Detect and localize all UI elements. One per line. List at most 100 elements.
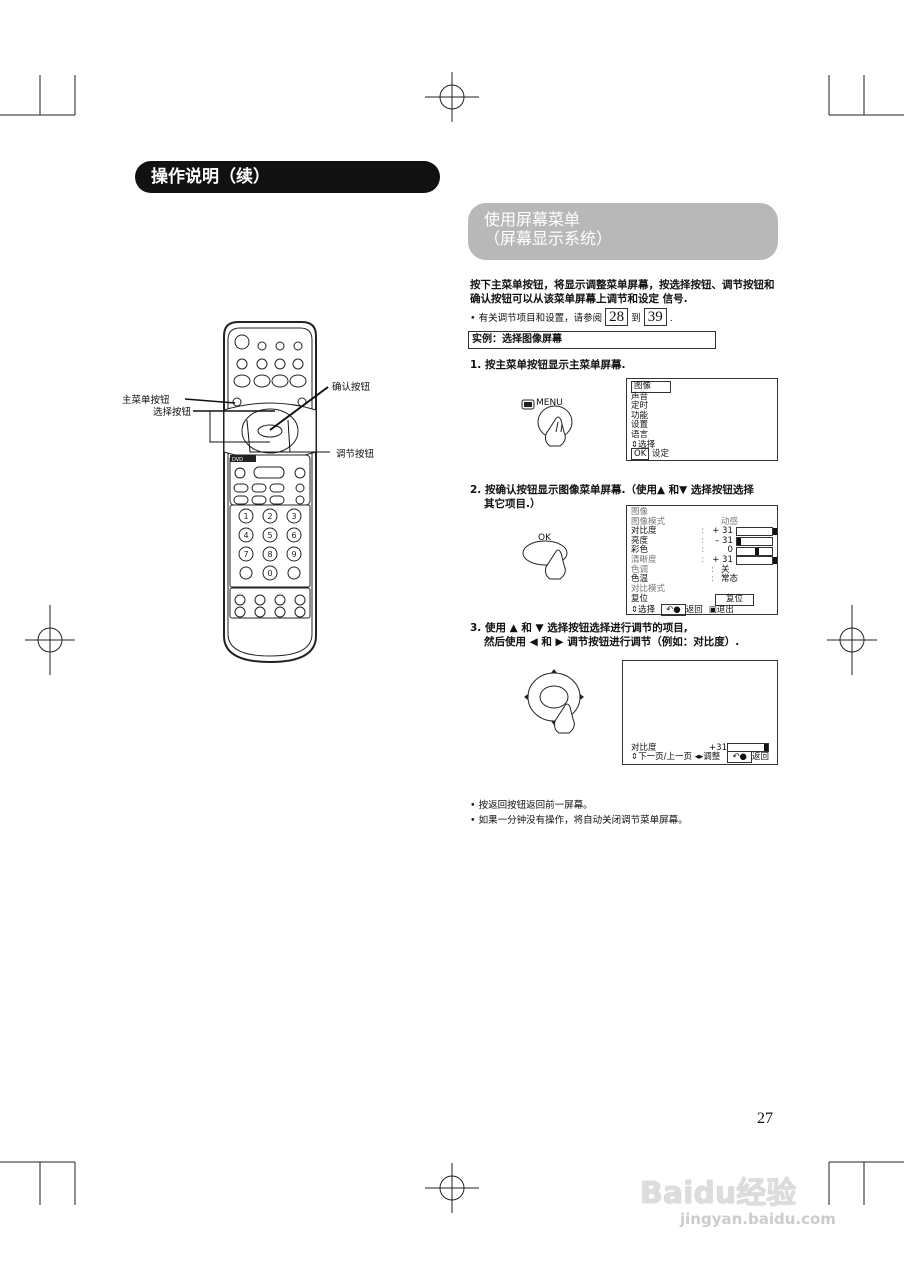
updown-icon: ⇕	[631, 604, 639, 615]
watermark-url: jingyan.baidu.com	[680, 1210, 836, 1228]
svg-text:1: 1	[243, 512, 248, 521]
setting-label: 亮度	[631, 535, 649, 546]
note-suffix: .	[669, 313, 673, 324]
setting-row: 对比度:+ 31	[631, 526, 777, 537]
watermark-brand: Baidu经验	[640, 1176, 797, 1211]
hint-back: 返回	[685, 604, 703, 615]
menu-button-label: MENU	[536, 398, 563, 408]
svg-text:6: 6	[291, 531, 296, 540]
colon: :	[701, 526, 705, 537]
colon: :	[701, 554, 705, 565]
level-marker	[772, 557, 777, 565]
level-marker	[754, 547, 759, 555]
level-marker	[772, 528, 777, 536]
step-3-line1: 3. 使用 ▲ 和 ▼ 选择按钮选择进行调节的项目,	[470, 622, 688, 634]
setting-value: 0	[727, 545, 733, 556]
setting-value: + 31	[712, 554, 733, 565]
setting-row: 色调: 关	[631, 564, 773, 576]
step-3: 3. 使用 ▲ 和 ▼ 选择按钮选择进行调节的项目, 然后使用 ◀ 和 ▶ 调节…	[470, 621, 739, 649]
page-ref-from: 28	[605, 308, 629, 326]
hint-adjust: 调整	[703, 752, 721, 762]
intro-text: 按下主菜单按钮，将显示调整菜单屏幕，按选择按钮、调节按钮和确认按钮可以从该菜单屏…	[470, 279, 775, 305]
page-number: 27	[757, 1110, 773, 1127]
hint-set: 设定	[651, 449, 669, 460]
notes: • 按返回按钮返回前一屏幕。 • 如果一分钟没有操作，将自动关闭调节菜单屏幕。	[470, 798, 688, 828]
ok-key: OK	[631, 448, 650, 461]
updown-icon: ⇕	[631, 439, 639, 450]
menu-button-illustration	[521, 399, 573, 447]
colon: :	[711, 574, 714, 585]
setting-row: 对比模式	[631, 584, 773, 595]
ok-button-label: OK	[538, 533, 551, 543]
section-title-line2: （屏幕显示系统）	[484, 229, 613, 248]
return-icon: ↶●	[727, 751, 752, 763]
setting-label: 清晰度	[631, 554, 657, 565]
step-3-line2: 然后使用 ◀ 和 ▶ 调节按钮进行调节（例如：对比度）.	[484, 636, 740, 648]
menu-item-selected: 图像	[631, 381, 671, 393]
svg-text:5: 5	[267, 531, 272, 540]
setting-label: 色温	[631, 574, 649, 585]
svg-text:4: 4	[243, 531, 248, 540]
screen-title: 图像	[631, 507, 649, 517]
note-prefix: • 有关调节项目和设置，请参阅	[470, 313, 603, 324]
setting-label: 图像模式	[631, 516, 666, 527]
setting-row: 亮度: – 31	[631, 535, 773, 547]
step-2-line2: 其它项目.）	[484, 498, 541, 510]
step-1: 1. 按主菜单按钮显示主菜单屏幕.	[470, 359, 626, 371]
setting-value: 关	[721, 564, 730, 575]
hint-page: 下一页/上一页	[638, 752, 692, 762]
colon: :	[711, 564, 714, 575]
section-title: 使用屏幕菜单 （屏幕显示系统）	[468, 203, 778, 260]
main-menu-screen: 图像 声音 定时 功能 设置 语言 ⇕选择 OK 设定	[626, 378, 778, 461]
colon: :	[701, 535, 705, 546]
adjust-level-bar	[727, 743, 769, 752]
hint-select: 选择	[638, 604, 656, 615]
setting-row: 图像模式 动感	[631, 516, 773, 528]
setting-value: – 31	[715, 535, 733, 546]
direction-pad-illustration	[524, 669, 584, 734]
hint-select: 选择	[638, 439, 656, 450]
setting-row: 色温: 常态	[631, 575, 773, 585]
level-bar	[735, 546, 773, 556]
return-icon: ↶●	[661, 603, 686, 616]
step-2: 2. 按确认按钮显示图像菜单屏幕.（使用▲ 和▼ 选择按钮选择 其它项目.）	[470, 483, 754, 511]
dvd-label: DVD	[232, 457, 243, 463]
note-item: • 如果一分钟没有操作，将自动关闭调节菜单屏幕。	[470, 815, 688, 826]
menu-item: 声音	[631, 391, 649, 402]
setting-label: 彩色	[631, 545, 649, 556]
adjust-button-label: 调节按钮	[336, 449, 375, 460]
setting-row: 复位 复位	[631, 594, 773, 606]
menu-item: 定时	[631, 401, 649, 412]
ok-button-illustration	[522, 540, 568, 580]
hint-exit: 退出	[716, 604, 734, 615]
confirm-button-label: 确认按钮	[332, 382, 371, 393]
setting-label: 色调	[631, 564, 649, 575]
setting-value: 复位	[715, 594, 755, 606]
setting-row: 彩色: 0	[631, 546, 773, 556]
adjust-label: 对比度	[631, 742, 657, 753]
svg-text:9: 9	[291, 550, 296, 559]
svg-text:0: 0	[267, 569, 272, 578]
hint-back: 返回	[751, 752, 769, 762]
updown-icon: ⇕	[631, 752, 639, 762]
intro-note: • 有关调节项目和设置，请参阅 28 到 39 .	[470, 308, 780, 326]
setting-value: 常态	[721, 574, 739, 585]
level-marker	[736, 538, 741, 546]
colon: :	[701, 545, 705, 556]
menu-item: 语言	[631, 429, 649, 440]
setting-value: + 31	[712, 526, 733, 537]
adjust-value: +31	[709, 743, 727, 753]
svg-text:8: 8	[267, 550, 272, 559]
intro: 按下主菜单按钮，将显示调整菜单屏幕，按选择按钮、调节按钮和确认按钮可以从该菜单屏…	[470, 278, 780, 326]
main-menu-button-label: 主菜单按钮	[122, 395, 170, 406]
level-bar	[735, 527, 777, 537]
menu-icon: ▣	[708, 604, 717, 615]
setting-value: 动感	[721, 516, 739, 527]
menu-item: 功能	[631, 410, 649, 421]
setting-label: 复位	[631, 594, 649, 605]
page-header: 操作说明（续）	[135, 161, 440, 193]
